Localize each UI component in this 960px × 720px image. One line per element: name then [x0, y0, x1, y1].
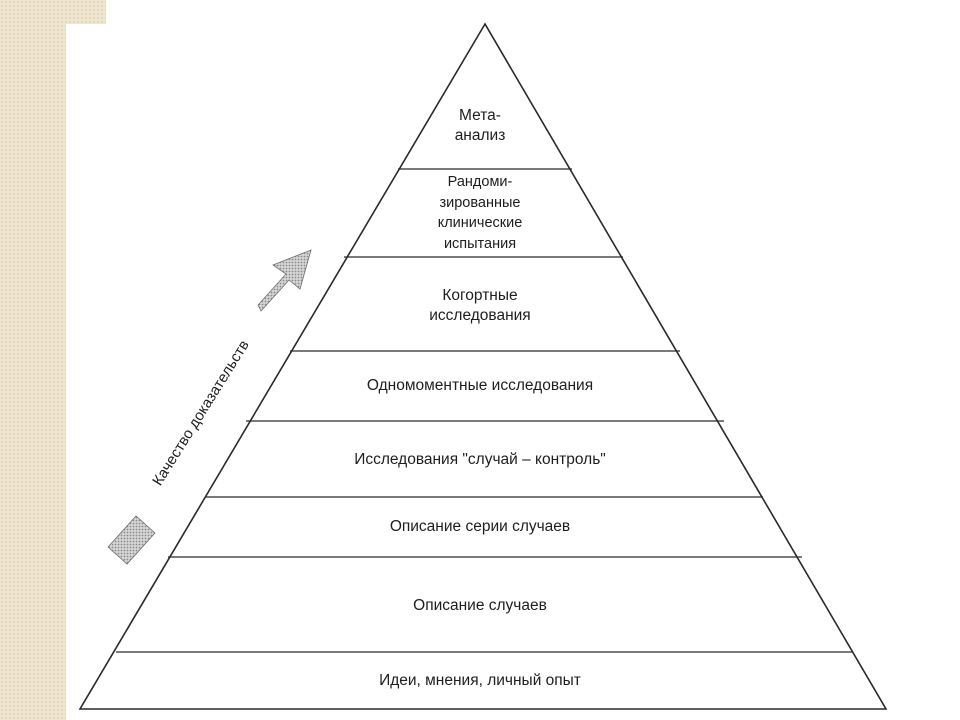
- quality-arrow-head-icon: [257, 249, 312, 312]
- level-label-rct: Рандоми- зированные клинические испытани…: [437, 174, 523, 252]
- level-label-cross-sectional: Одномоментные исследования: [366, 377, 594, 394]
- decorative-side-strip: [0, 0, 66, 720]
- decorative-top-strip: [0, 0, 106, 24]
- level-label-meta-analysis: Мета- анализ: [454, 107, 506, 144]
- level-label-expert-opinion: Идеи, мнения, личный опыт: [379, 672, 581, 689]
- level-label-case-control: Исследования "случай – контроль": [354, 451, 606, 468]
- level-label-case-reports: Описание случаев: [413, 597, 547, 614]
- level-label-case-series: Описание серии случаев: [389, 518, 571, 535]
- quality-arrow-tail: [107, 515, 156, 565]
- pyramid-outline: [78, 22, 888, 710]
- level-label-cohort: Когортные исследования: [429, 287, 531, 324]
